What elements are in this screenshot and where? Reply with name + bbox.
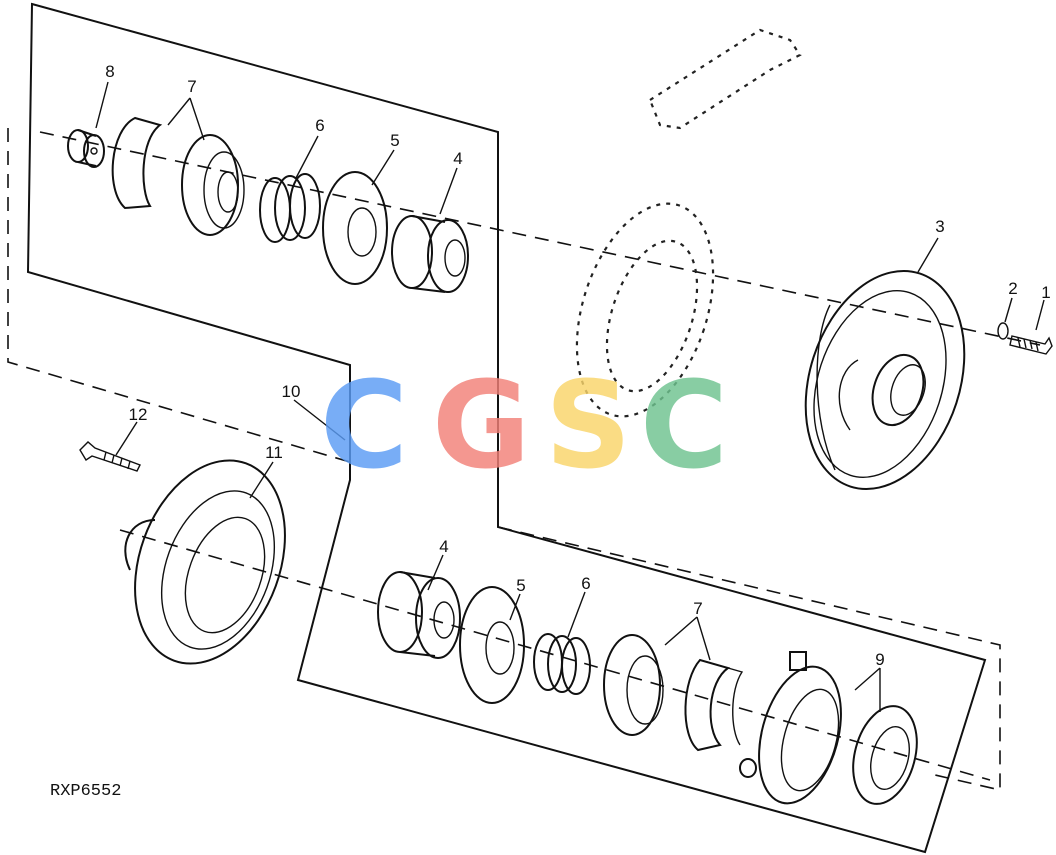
callout-7-lower: 7: [693, 599, 703, 618]
housing-group-dashed-outline: [7, 128, 1001, 792]
watermark-letter: C: [320, 357, 409, 496]
clutch-part-9: [739, 651, 918, 805]
washer-part-2: [997, 322, 1009, 340]
roller-part-8: [67, 129, 105, 168]
housing-part-11: [124, 459, 286, 665]
disc-part-5-upper: [322, 171, 388, 285]
callout-11: 11: [265, 443, 283, 462]
gear-part-7-upper: [181, 134, 245, 236]
watermark-letter: S: [545, 357, 632, 496]
callout-3: 3: [935, 217, 945, 236]
callout-9: 9: [875, 650, 885, 669]
sync-ring-part-7-lower: [684, 658, 744, 752]
spring-part-6-lower: [533, 633, 591, 695]
hub-part-4-upper: [391, 215, 469, 293]
watermark-letter: C: [640, 357, 729, 496]
disc-part-5-lower: [459, 586, 525, 704]
callout-5-upper: 5: [390, 131, 400, 150]
dotted-tool-reference: [648, 28, 802, 130]
callout-10: 10: [281, 382, 301, 401]
callout-7-upper: 7: [187, 77, 197, 96]
callout-8: 8: [105, 62, 115, 81]
callout-1: 1: [1041, 283, 1051, 302]
sync-ring-part-7-upper: [111, 116, 163, 210]
spring-part-6-upper: [259, 173, 321, 243]
gear-part-7-lower: [603, 634, 664, 736]
bolt-part-12: [79, 441, 141, 472]
hub-part-3: [804, 269, 966, 491]
bolt-part-1: [1009, 335, 1053, 355]
watermark-letter: G: [432, 357, 531, 496]
callout-12: 12: [128, 405, 148, 424]
figure-code: RXP6552: [50, 782, 122, 801]
callout-4-lower: 4: [439, 537, 449, 556]
callout-2: 2: [1008, 279, 1018, 298]
hub-part-4-lower: [377, 571, 461, 659]
leader-lines: [95, 81, 1045, 712]
callout-4-upper: 4: [453, 149, 463, 168]
callout-6-lower: 6: [581, 574, 591, 593]
callout-5-lower: 5: [516, 576, 526, 595]
dotted-disc-reference: [575, 202, 715, 418]
upper-group-outline: [26, 2, 987, 854]
callout-6-upper: 6: [315, 116, 325, 135]
center-axis-line: [39, 131, 1041, 781]
